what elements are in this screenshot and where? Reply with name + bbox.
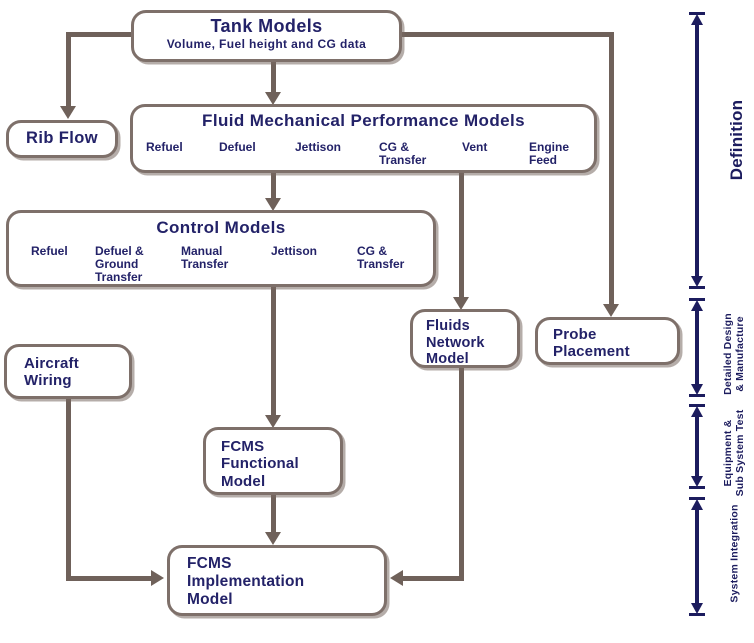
arrow-down-icon — [691, 476, 703, 487]
connector-tank-to-ribflow-horizontal — [66, 32, 133, 37]
connector-tank-to-probe-vertical — [609, 32, 614, 304]
fluid-mech-item-engine-feed: Engine Feed — [529, 140, 570, 167]
fluid-mech-item-jettison: Jettison — [295, 140, 342, 154]
tank-models-title: Tank Models — [210, 16, 323, 36]
phase-label-system-integration: System Integration — [728, 504, 741, 603]
control-item-jettison: Jettison — [271, 244, 318, 258]
segment-cap-icon — [689, 286, 705, 289]
phase-segment-system-integration — [689, 497, 705, 616]
arrow-down-icon — [691, 603, 703, 614]
segment-cap-icon — [689, 12, 705, 15]
segment-line — [695, 506, 699, 607]
control-item-defuel-ground: Defuel & Ground Transfer — [95, 244, 144, 284]
probe-placement-label: Probe Placement — [553, 326, 630, 361]
node-tank-models: Tank Models Volume, Fuel height and CG d… — [131, 10, 402, 62]
arrowhead-into-fluid-mech — [265, 92, 281, 105]
arrow-up-icon — [691, 14, 703, 25]
fluid-mech-item-refuel: Refuel — [146, 140, 183, 154]
connector-fluidsnetwork-down-vertical — [459, 365, 464, 581]
arrowhead-into-rib-flow — [60, 106, 76, 119]
phase-segment-detailed-design — [689, 298, 705, 397]
node-aircraft-wiring: Aircraft Wiring — [4, 344, 132, 399]
connector-fluidmech-to-control — [271, 171, 276, 199]
arrowhead-into-fluids-network — [453, 297, 469, 310]
phase-label-definition: Definition — [727, 99, 746, 181]
connector-control-to-functional — [271, 285, 276, 416]
connector-wiring-down-vertical — [66, 397, 71, 581]
arrow-down-icon — [691, 384, 703, 395]
segment-line — [695, 413, 699, 480]
fcms-implementation-label: FCMS Implementation Model — [187, 555, 305, 608]
arrowhead-into-implementation-top — [265, 532, 281, 545]
tank-models-subtitle: Volume, Fuel height and CG data — [166, 37, 367, 51]
node-fluids-network-model: Fluids Network Model — [410, 309, 520, 368]
segment-line — [695, 307, 699, 388]
arrow-up-icon — [691, 300, 703, 311]
connector-fluidsnetwork-to-implementation-horizontal — [403, 576, 464, 581]
fluid-mech-item-cg-transfer: CG & Transfer — [379, 140, 427, 167]
arrowhead-into-implementation-left — [151, 570, 164, 586]
node-fcms-implementation-model: FCMS Implementation Model — [167, 545, 387, 616]
fluid-mech-item-vent: Vent — [462, 140, 488, 154]
segment-cap-icon — [689, 486, 705, 489]
fcms-functional-label: FCMS Functional Model — [221, 438, 299, 490]
connector-tank-to-fluidmech — [271, 61, 276, 92]
node-rib-flow: Rib Flow — [6, 120, 118, 158]
fluids-network-label: Fluids Network Model — [426, 318, 485, 368]
aircraft-wiring-label: Aircraft Wiring — [24, 355, 79, 390]
phase-label-detailed-design: Detailed Design & Manufacture — [722, 313, 747, 395]
node-fcms-functional-model: FCMS Functional Model — [203, 427, 343, 495]
phase-label-equipment-test: Equipment & Sub System Test — [722, 409, 747, 497]
control-models-title: Control Models — [156, 218, 286, 237]
node-probe-placement: Probe Placement — [535, 317, 680, 365]
arrow-up-icon — [691, 499, 703, 510]
arrowhead-into-probe-placement — [603, 304, 619, 317]
control-item-cg-transfer: CG & Transfer — [357, 244, 405, 271]
rib-flow-label: Rib Flow — [26, 129, 98, 147]
arrowhead-into-fcms-functional — [265, 415, 281, 428]
connector-wiring-to-implementation-horizontal — [66, 576, 152, 581]
arrowhead-into-control-models — [265, 198, 281, 211]
connector-functional-to-implementation — [271, 494, 276, 533]
node-fluid-mechanical-performance-models: Fluid Mechanical Performance Models Refu… — [130, 104, 597, 173]
segment-cap-icon — [689, 404, 705, 407]
arrow-up-icon — [691, 406, 703, 417]
arrow-down-icon — [691, 276, 703, 287]
segment-cap-icon — [689, 497, 705, 500]
segment-cap-icon — [689, 298, 705, 301]
segment-cap-icon — [689, 394, 705, 397]
segment-cap-icon — [689, 613, 705, 616]
connector-tank-to-ribflow-vertical — [66, 32, 71, 107]
control-item-refuel: Refuel — [31, 244, 68, 258]
connector-fluidmech-to-fluidsnetwork — [459, 171, 464, 298]
phase-segment-equipment-test — [689, 404, 705, 489]
node-control-models: Control Models Refuel Defuel & Ground Tr… — [6, 210, 436, 287]
segment-line — [695, 21, 699, 280]
fluid-mech-title: Fluid Mechanical Performance Models — [202, 111, 525, 130]
fluid-mech-item-defuel: Defuel — [219, 140, 256, 154]
arrowhead-into-implementation-right — [390, 570, 403, 586]
phase-segment-definition — [689, 12, 705, 289]
connector-tank-to-probe-horizontal — [400, 32, 614, 37]
control-item-manual-transfer: Manual Transfer — [181, 244, 229, 271]
